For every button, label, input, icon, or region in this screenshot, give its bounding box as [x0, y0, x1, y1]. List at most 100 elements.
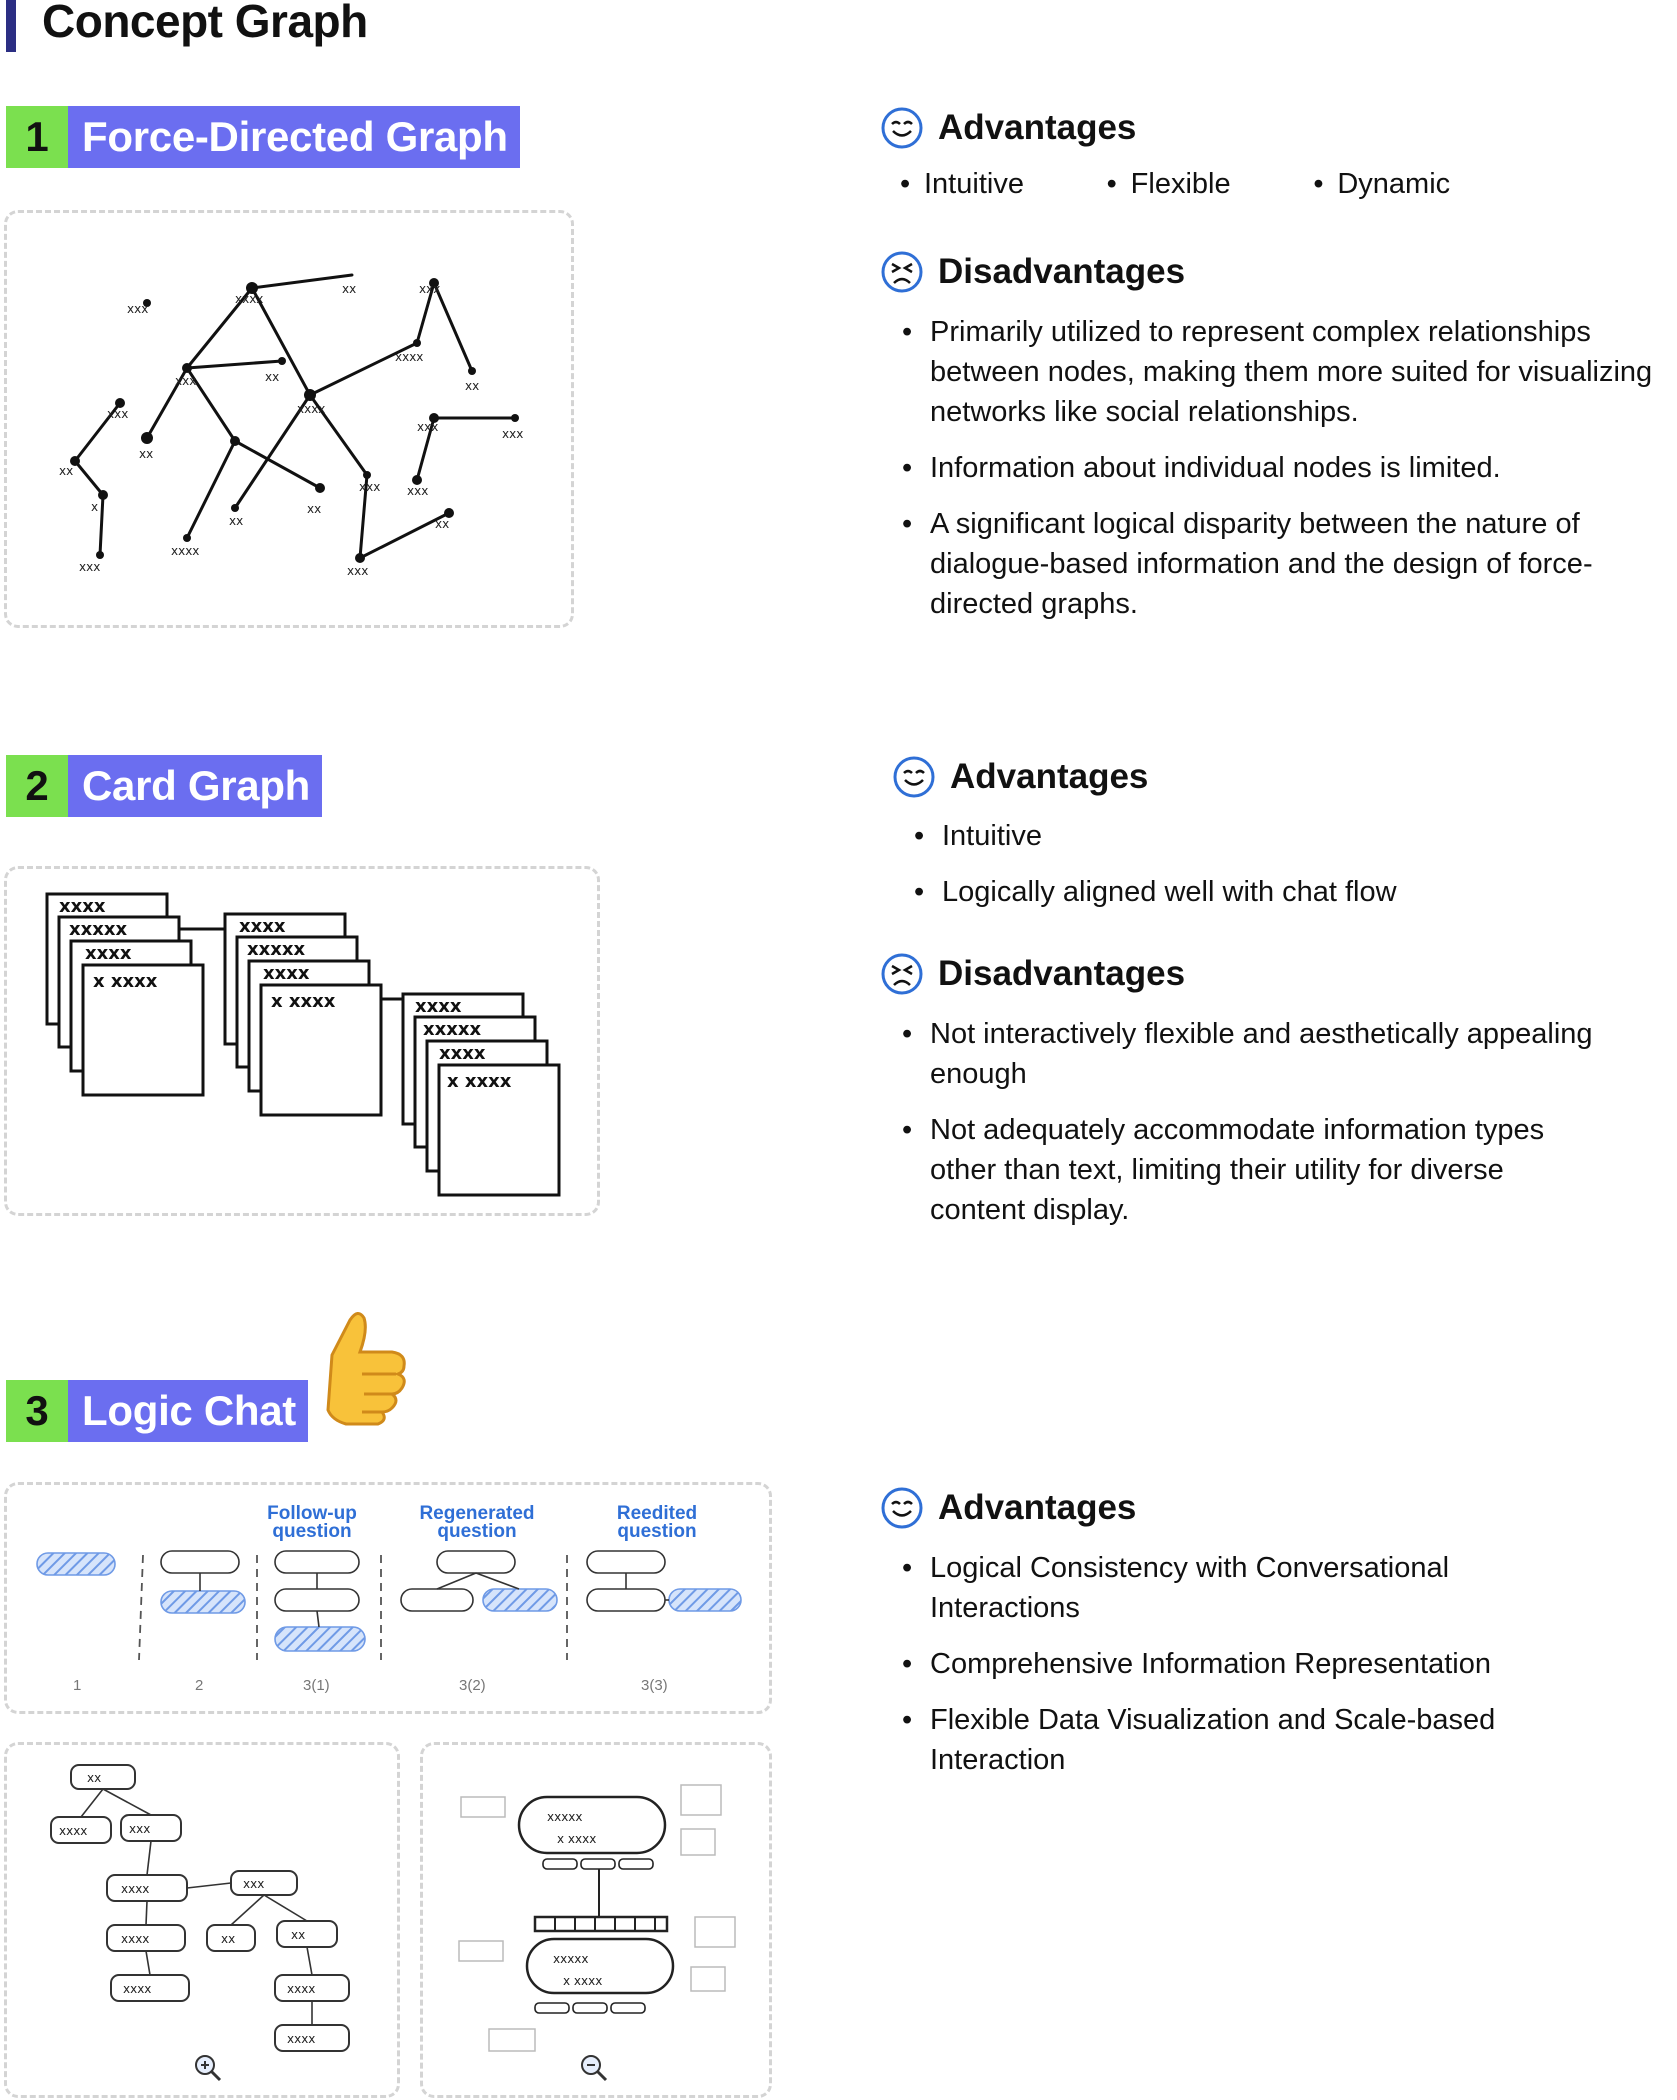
svg-text:xxx: xxx	[175, 374, 196, 388]
stage-header: Reedited question	[616, 1503, 698, 1542]
logic-chat-flow-diagram: Follow-up question Regenerated question …	[4, 1482, 772, 1714]
logic-chat-detail-sketch: xxxxx x xxxx xxxxx x xxxx	[420, 1742, 772, 2098]
svg-text:x xxxx: x xxxx	[447, 1071, 512, 1092]
svg-text:xxxx: xxxx	[59, 896, 106, 917]
advantage-item: Logical Consistency with Conversational …	[896, 1548, 1576, 1628]
advantages-list: Intuitive Flexible Dynamic	[896, 168, 1516, 201]
smile-icon	[881, 107, 923, 149]
svg-text:xxxxx: xxxxx	[547, 1810, 583, 1824]
stage-number: 3(2)	[459, 1677, 486, 1694]
advantages-title: Advantages	[938, 108, 1137, 147]
svg-text:xxxx: xxxx	[171, 544, 199, 558]
svg-text:xx: xx	[291, 1928, 305, 1942]
advantage-item: Flexible Data Visualization and Scale-ba…	[896, 1700, 1576, 1780]
disadvantage-item: A significant logical disparity between …	[896, 504, 1676, 624]
svg-text:xx: xx	[87, 1771, 101, 1785]
advantages-heading: Advantages	[892, 755, 1148, 799]
svg-text:xxxxx: xxxxx	[247, 939, 305, 960]
disadvantage-item: Primarily utilized to represent complex …	[896, 312, 1676, 432]
disadvantages-title: Disadvantages	[938, 252, 1186, 291]
svg-text:xxxx: xxxx	[235, 292, 263, 306]
svg-text:xxxx: xxxx	[439, 1043, 486, 1064]
stage-number: 3(1)	[303, 1677, 330, 1694]
svg-text:xxx: xxx	[127, 302, 148, 316]
svg-text:xxx: xxx	[502, 427, 523, 441]
svg-text:xxx: xxx	[419, 282, 440, 296]
advantage-item: Comprehensive Information Representation	[896, 1644, 1576, 1684]
detail-drawing: xxxxx x xxxx xxxxx x xxxx	[458, 1784, 736, 2052]
section-number: 2	[6, 755, 68, 817]
section-label: Card Graph	[68, 755, 323, 817]
svg-text:xx: xx	[59, 464, 73, 478]
svg-text:xxxx: xxxx	[123, 1982, 151, 1996]
svg-text:xx: xx	[435, 517, 449, 531]
disadvantage-item: Not adequately accommodate information t…	[896, 1110, 1596, 1230]
disadvantages-heading: Disadvantages	[880, 250, 1185, 294]
advantages-list: Logical Consistency with Conversational …	[896, 1548, 1576, 1796]
smile-icon	[893, 756, 935, 798]
svg-text:xxxxx: xxxxx	[69, 919, 127, 940]
svg-text:xxxxx: xxxxx	[423, 1019, 481, 1040]
advantage-item: Intuitive	[896, 168, 1103, 201]
advantages-title: Advantages	[938, 1488, 1137, 1527]
svg-text:x xxxx: x xxxx	[271, 991, 336, 1012]
zoom-in-icon[interactable]	[193, 2053, 223, 2083]
advantages-heading: Advantages	[880, 1486, 1136, 1530]
section-label: Logic Chat	[68, 1380, 308, 1442]
svg-text:xxxx: xxxx	[415, 996, 462, 1017]
svg-text:xxx: xxx	[79, 560, 100, 574]
svg-text:xxxx: xxxx	[121, 1932, 149, 1946]
svg-text:xxxx: xxxx	[263, 963, 310, 984]
svg-text:xx: xx	[342, 282, 356, 296]
flow-drawing	[36, 1550, 742, 1661]
svg-text:xxxx: xxxx	[121, 1882, 149, 1896]
svg-text:x xxxx: x xxxx	[563, 1974, 602, 1988]
advantage-item: Flexible	[1103, 168, 1310, 201]
section-3-header: 3 Logic Chat	[6, 1380, 308, 1442]
svg-text:xxxxx: xxxxx	[553, 1952, 589, 1966]
svg-text:xxx: xxx	[243, 1877, 264, 1891]
disadvantages-list: Not interactively flexible and aesthetic…	[896, 1014, 1596, 1246]
section-number: 3	[6, 1380, 68, 1442]
disadvantage-item: Information about individual nodes is li…	[896, 448, 1676, 488]
advantage-item: Intuitive	[908, 816, 1668, 856]
svg-text:xxxx: xxxx	[287, 2032, 315, 2046]
advantages-title: Advantages	[950, 757, 1149, 796]
svg-text:xxxx: xxxx	[239, 916, 286, 937]
svg-text:xxxx: xxxx	[395, 350, 423, 364]
section-label: Force-Directed Graph	[68, 106, 520, 168]
section-2-header: 2 Card Graph	[6, 755, 323, 817]
section-1-header: 1 Force-Directed Graph	[6, 106, 520, 168]
svg-text:xx: xx	[139, 447, 153, 461]
stage-number: 1	[73, 1677, 82, 1694]
svg-text:x xxxx: x xxxx	[557, 1832, 596, 1846]
zoom-out-icon[interactable]	[579, 2053, 609, 2083]
svg-text:xxx: xxx	[347, 564, 368, 578]
advantages-heading: Advantages	[880, 106, 1136, 150]
stage-number: 2	[195, 1677, 204, 1694]
svg-text:x xxxx: x xxxx	[93, 971, 158, 992]
stage-header: Regenerated question	[419, 1503, 535, 1542]
advantage-item: Dynamic	[1309, 168, 1516, 201]
svg-text:xxxx: xxxx	[85, 943, 132, 964]
page-title: Concept Graph	[42, 0, 368, 47]
svg-text:xxx: xxx	[129, 1822, 150, 1836]
stage-number: 3(3)	[641, 1677, 668, 1694]
advantage-item: Logically aligned well with chat flow	[908, 872, 1668, 912]
disadvantages-heading: Disadvantages	[880, 952, 1185, 996]
svg-text:xxx: xxx	[107, 407, 128, 421]
svg-text:xx: xx	[229, 514, 243, 528]
advantages-list: Intuitive Logically aligned well with ch…	[908, 816, 1668, 928]
svg-text:xxxx: xxxx	[59, 1824, 87, 1838]
svg-text:xx: xx	[265, 370, 279, 384]
section-number: 1	[6, 106, 68, 168]
svg-text:xx: xx	[307, 502, 321, 516]
svg-text:xxx: xxx	[417, 420, 438, 434]
thumbs-up-icon	[326, 1312, 406, 1426]
